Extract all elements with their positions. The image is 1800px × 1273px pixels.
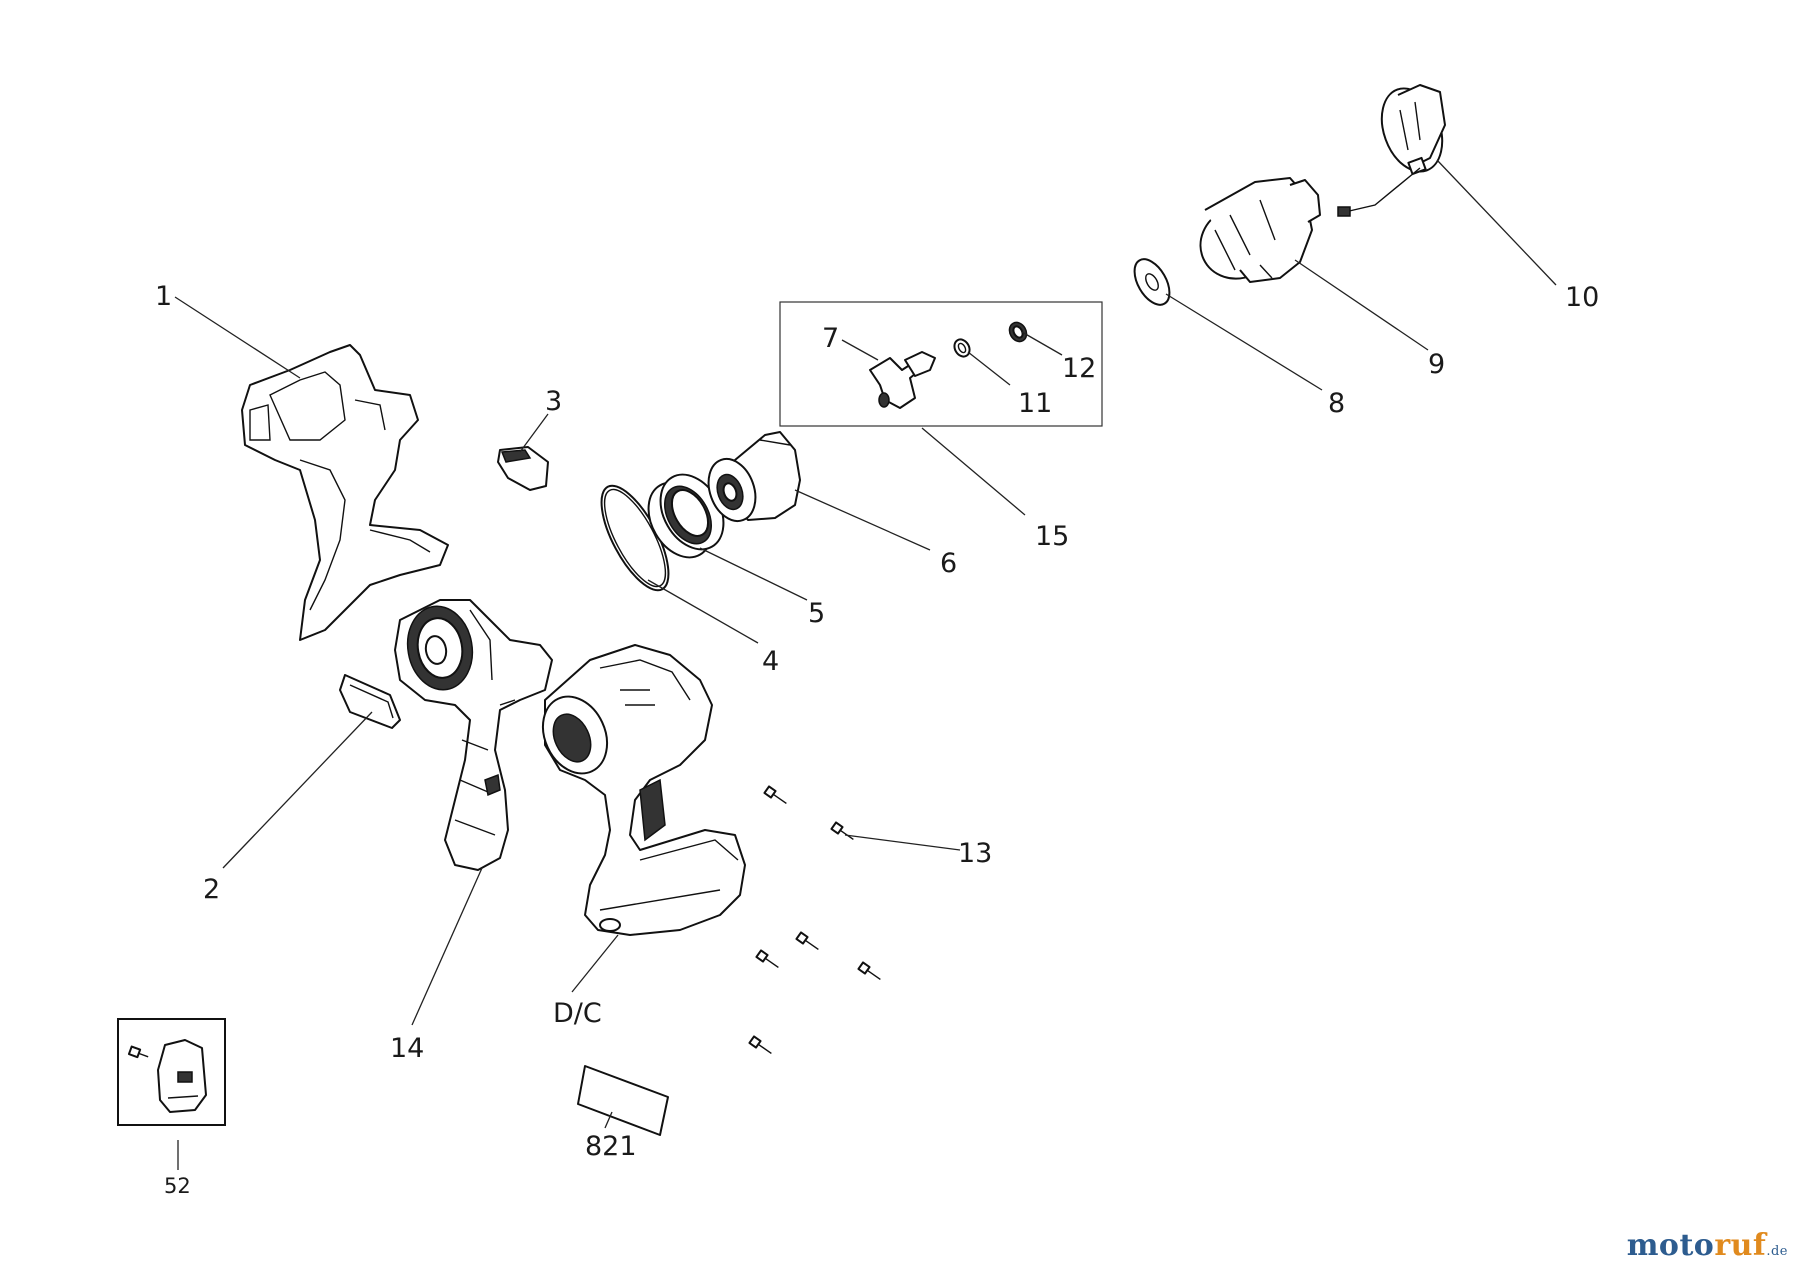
label-11: 11 (1018, 388, 1052, 419)
kit-15-box (779, 301, 1103, 427)
label-15: 15 (1035, 521, 1069, 552)
part-52-belt-clip-kit[interactable] (117, 1018, 226, 1126)
leader-1 (174, 296, 301, 379)
part-5-ring-gear[interactable] (636, 463, 736, 568)
label-9: 9 (1428, 349, 1445, 380)
label-821: 821 (585, 1131, 637, 1162)
leader-11 (967, 351, 1011, 386)
brand-tld: .de (1766, 1244, 1788, 1259)
part-10-end-cap[interactable] (1337, 80, 1453, 217)
part-number-labels: 1 2 3 4 5 6 7 11 12 8 9 10 13 14 15 D/C … (155, 281, 1599, 1198)
label-3: 3 (545, 386, 562, 417)
label-2: 2 (203, 874, 220, 905)
part-11-washer[interactable] (951, 337, 972, 360)
label-7: 7 (822, 323, 839, 354)
leader-4 (647, 579, 759, 644)
leader-7 (841, 339, 879, 361)
part-13-screws[interactable] (748, 785, 882, 1056)
brand-watermark: motoruf.de (1627, 1228, 1788, 1263)
label-10: 10 (1565, 282, 1599, 313)
part-9-front-housing[interactable] (1189, 177, 1321, 291)
leader-3 (519, 413, 549, 453)
part-14-motor-assembly[interactable] (394, 599, 553, 871)
label-14: 14 (390, 1033, 424, 1064)
leader-9 (1294, 259, 1429, 351)
label-12: 12 (1062, 353, 1096, 384)
leader-5 (699, 547, 808, 601)
label-4: 4 (762, 646, 779, 677)
label-dc: D/C (553, 998, 602, 1029)
part-6-gearbox[interactable] (700, 431, 801, 528)
leader-6 (794, 489, 931, 551)
part-821-label-plate[interactable] (577, 1065, 669, 1136)
leader-8 (1165, 293, 1323, 391)
part-3-button[interactable] (497, 446, 549, 491)
part-4-o-ring[interactable] (588, 476, 681, 599)
leader-dc (571, 934, 619, 993)
brand-name-a: moto (1626, 1228, 1715, 1263)
leader-12 (1021, 331, 1063, 356)
label-8: 8 (1328, 388, 1345, 419)
part-8-flat-washer[interactable] (1127, 253, 1176, 310)
part-dc-tool-body[interactable] (531, 644, 746, 936)
label-5: 5 (808, 598, 825, 629)
label-1: 1 (155, 281, 172, 312)
label-13: 13 (958, 838, 992, 869)
part-12-retaining-ring[interactable] (1006, 319, 1030, 344)
leader-15 (921, 427, 1026, 516)
leader-821 (604, 1111, 613, 1129)
leader-10 (1436, 159, 1557, 286)
leader-14 (411, 867, 483, 1026)
leader-2 (222, 711, 373, 869)
label-6: 6 (940, 548, 957, 579)
part-2-cover[interactable] (339, 674, 401, 729)
part-1-housing-half[interactable] (241, 344, 449, 641)
label-52: 52 (164, 1174, 191, 1198)
leader-lines (174, 159, 1557, 1170)
leader-13 (844, 834, 961, 851)
brand-name-b: ruf (1714, 1228, 1767, 1263)
part-7-spindle[interactable] (869, 351, 936, 409)
